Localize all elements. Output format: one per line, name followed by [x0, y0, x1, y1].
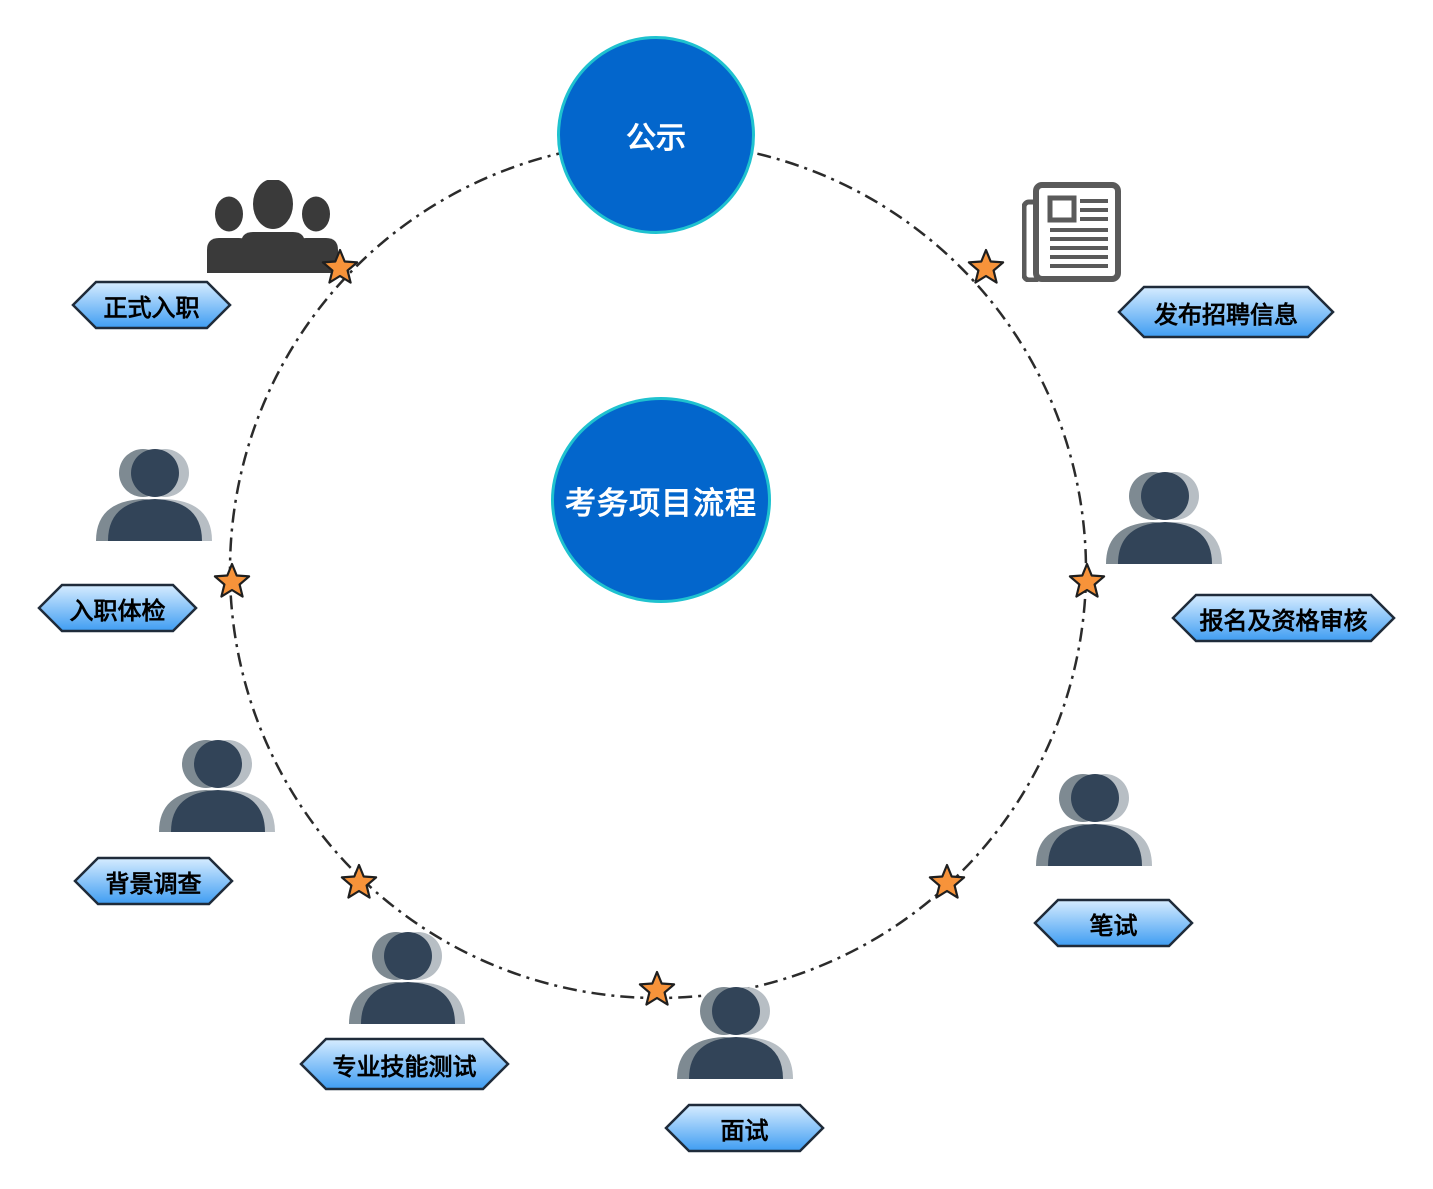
- center-title-node: 考务项目流程: [551, 397, 771, 603]
- person-icon: [1035, 772, 1153, 874]
- step-label: 面试: [720, 1116, 769, 1145]
- step-label: 正式入职: [103, 293, 200, 322]
- person-icon: [348, 930, 466, 1032]
- step-label: 发布招聘信息: [1154, 300, 1298, 329]
- person-icon: [95, 447, 213, 549]
- publicity-node: 公示: [557, 36, 755, 234]
- step-label: 背景调查: [105, 869, 202, 898]
- step-label-tag-5: 背景调查: [73, 856, 234, 906]
- step-label-tag-3: 面试: [664, 1103, 825, 1153]
- newspaper-icon: [1021, 182, 1122, 286]
- star-marker-4: [340, 863, 378, 899]
- star-marker-5: [213, 562, 251, 598]
- step-label: 入职体检: [69, 596, 166, 625]
- person-icon: [1105, 470, 1223, 572]
- step-label: 报名及资格审核: [1199, 606, 1368, 635]
- publicity-node-label: 公示: [626, 121, 686, 156]
- person-icon: [676, 985, 794, 1087]
- step-label-tag-4: 专业技能测试: [299, 1037, 510, 1091]
- step-label: 笔试: [1089, 911, 1138, 940]
- step-label-tag-6: 入职体检: [37, 583, 198, 633]
- center-title: 考务项目流程: [565, 485, 757, 522]
- star-marker-6: [321, 248, 359, 284]
- star-marker-2: [928, 863, 966, 899]
- person-icon: [158, 738, 276, 840]
- star-marker-3: [638, 970, 676, 1006]
- star-marker-1: [1068, 562, 1106, 598]
- step-label: 专业技能测试: [332, 1052, 477, 1081]
- step-label-tag-2: 笔试: [1033, 898, 1194, 948]
- step-label-tag-7: 正式入职: [71, 280, 232, 330]
- step-label-tag-0: 发布招聘信息: [1117, 285, 1335, 339]
- star-marker-0: [967, 248, 1005, 284]
- step-label-tag-1: 报名及资格审核: [1171, 593, 1396, 643]
